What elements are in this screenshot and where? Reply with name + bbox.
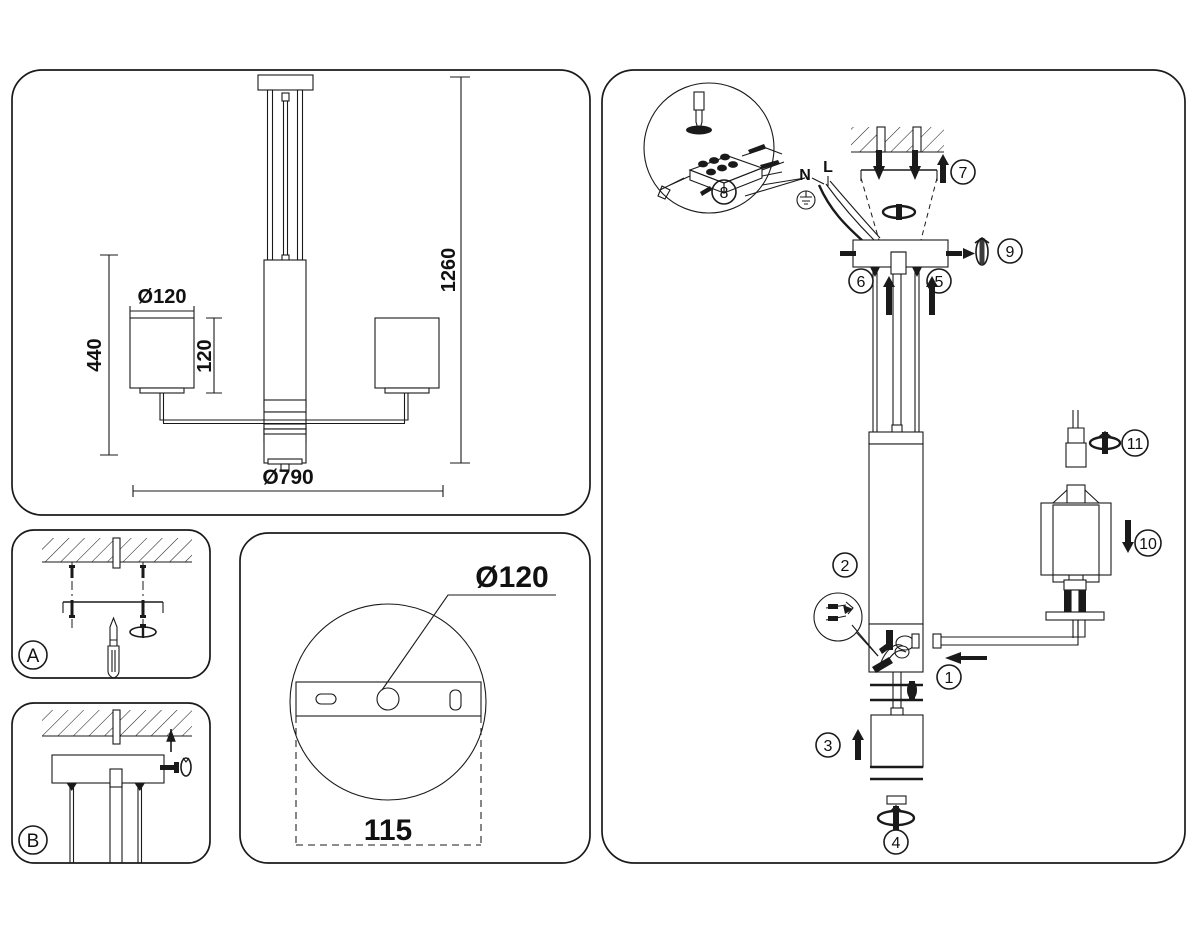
dimension-shade-height: 120 bbox=[194, 317, 222, 394]
dimension-shade-diameter-label: Ø120 bbox=[138, 286, 187, 308]
callout-9-label: 9 bbox=[1006, 244, 1015, 261]
dimension-overall-diameter: Ø790 bbox=[132, 466, 444, 497]
dimension-shade-height-label: 120 bbox=[194, 339, 216, 372]
callout-2-label: 2 bbox=[841, 558, 850, 575]
shade-lamp-assembly: 11 10 bbox=[1040, 410, 1162, 638]
product-dimensions-panel: Ø120 120 440 1260 Ø790 bbox=[11, 69, 591, 516]
canopy-lock-screw-b bbox=[160, 757, 192, 777]
supply-wires-group: N L bbox=[796, 159, 917, 243]
callout-6-label: 6 bbox=[857, 274, 866, 291]
dimension-drop-height: 440 bbox=[84, 254, 118, 456]
screw-icon-left-a bbox=[69, 565, 75, 618]
screw-icon-right-a bbox=[140, 565, 146, 618]
ceiling-anchors-group: 7 bbox=[851, 126, 976, 241]
callout-3-label: 3 bbox=[824, 738, 833, 755]
bottom-cap-assembly: 3 4 bbox=[815, 683, 924, 855]
dimension-canopy-bracket-width-label: 115 bbox=[364, 814, 412, 847]
wire-live-label: L bbox=[823, 159, 833, 176]
callout-10-label: 10 bbox=[1139, 536, 1157, 553]
rotate-icon-9 bbox=[974, 237, 990, 266]
screwdriver-icon-a bbox=[107, 616, 120, 679]
dimension-canopy-diameter: Ø120 bbox=[381, 561, 556, 691]
dimension-total-height-label: 1260 bbox=[438, 248, 460, 293]
anchor-screw-icon bbox=[937, 154, 949, 183]
cable-grip-icon bbox=[881, 204, 917, 220]
suspension-rods-group: 6 5 bbox=[848, 267, 952, 435]
exploded-assembly-panel: 8 7 bbox=[601, 69, 1186, 864]
dimension-shade-diameter: Ø120 bbox=[129, 286, 195, 318]
canopy-plate-detail-panel: Ø120 115 bbox=[239, 532, 591, 864]
wire-neutral-label: N bbox=[799, 167, 811, 184]
step-a-label: A bbox=[27, 646, 40, 667]
callout-7-label: 7 bbox=[959, 165, 968, 182]
rotate-icon-11 bbox=[1088, 430, 1122, 454]
internal-wiring-sketch bbox=[872, 630, 920, 673]
terminal-block-detail-bubble: 8 bbox=[643, 82, 806, 214]
canopy-circle-outline bbox=[289, 603, 487, 801]
step-b-badge: B bbox=[18, 825, 48, 855]
down-arrow-10 bbox=[1122, 520, 1134, 553]
wiring-detail-bubble bbox=[813, 592, 879, 657]
rotate-icon-a bbox=[129, 624, 157, 638]
earth-symbol-icon bbox=[796, 190, 816, 210]
chandelier-elevation-drawing bbox=[129, 74, 440, 471]
step-b-label: B bbox=[27, 831, 40, 852]
step-a-badge: A bbox=[18, 640, 48, 670]
dimension-drop-height-label: 440 bbox=[84, 338, 106, 371]
dimension-canopy-diameter-label: Ø120 bbox=[475, 561, 548, 594]
ceiling-drill-step-panel: A bbox=[11, 529, 211, 679]
main-body-column: 2 bbox=[813, 431, 924, 712]
canopy-bracket-strip bbox=[295, 681, 482, 717]
rotate-icon-body bbox=[907, 681, 917, 699]
up-arrow-3 bbox=[852, 729, 864, 760]
ceiling-hatch-a bbox=[42, 537, 192, 569]
dimension-canopy-bracket-width: 115 bbox=[295, 716, 482, 847]
callout-8-label: 8 bbox=[720, 185, 729, 202]
ceiling-hatch-b bbox=[42, 709, 192, 745]
canopy-mount-step-panel: B bbox=[11, 702, 211, 864]
rotate-icon-4 bbox=[876, 804, 916, 830]
callout-1-label: 1 bbox=[945, 670, 954, 687]
dimension-overall-diameter-label: Ø790 bbox=[262, 466, 313, 489]
callout-5-label: 5 bbox=[935, 274, 944, 291]
canopy-plate-assembly: 9 bbox=[840, 237, 1023, 275]
step-a-panel-frame bbox=[11, 529, 211, 679]
dimension-total-height: 1260 bbox=[438, 76, 470, 464]
callout-4-label: 4 bbox=[892, 835, 901, 852]
mounting-bracket-a bbox=[62, 601, 164, 613]
callout-11-label: 11 bbox=[1127, 436, 1144, 453]
canopy-plate-b bbox=[51, 754, 165, 863]
